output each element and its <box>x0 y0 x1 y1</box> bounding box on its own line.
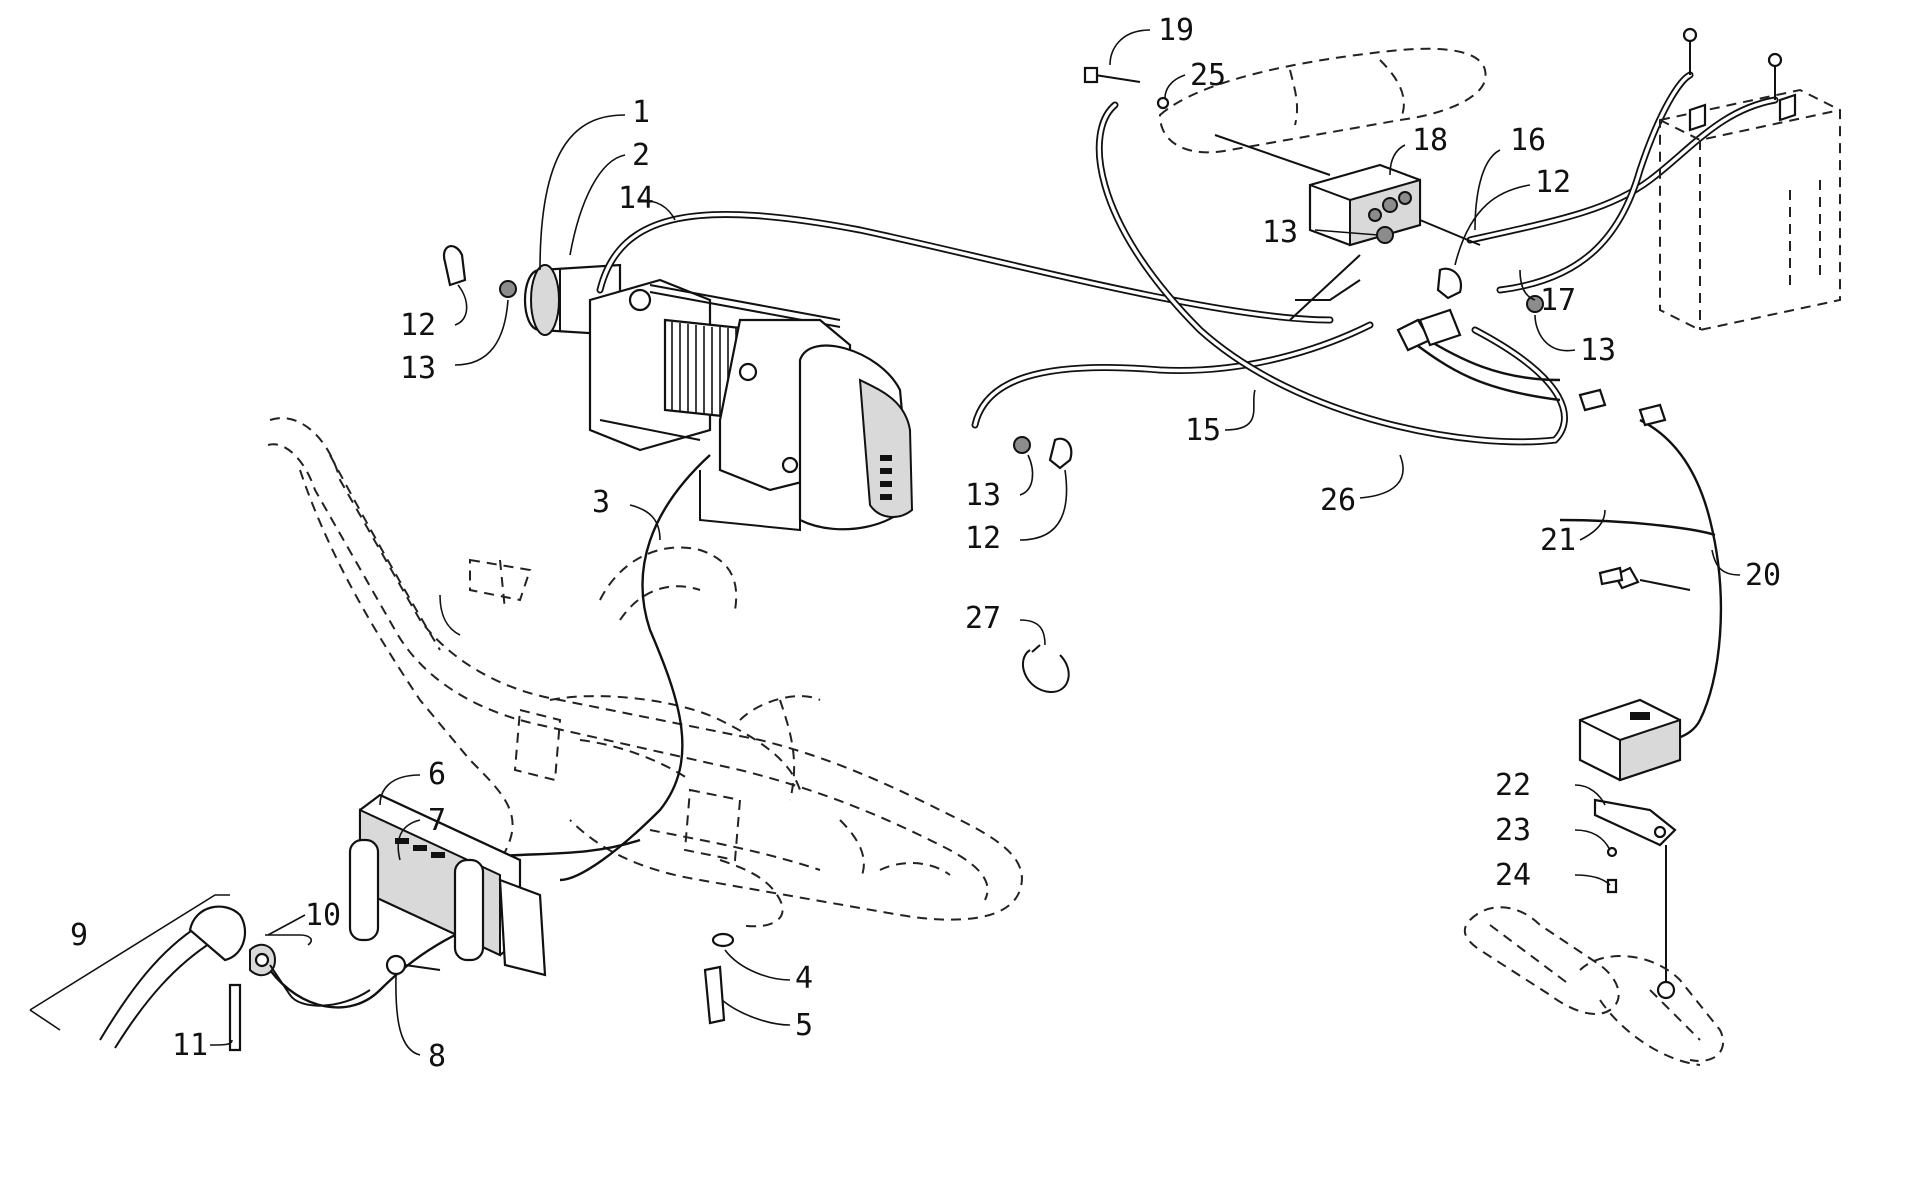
callout-13-right: 13 <box>1580 333 1616 368</box>
leader-lines <box>209 29 1741 1056</box>
callout-27: 27 <box>965 601 1001 636</box>
callout-24: 24 <box>1495 858 1531 893</box>
callout-3: 3 <box>592 485 610 520</box>
hardware <box>385 66 1624 1025</box>
callout-7: 7 <box>428 803 446 838</box>
callout-15: 15 <box>1185 413 1221 448</box>
callout-25: 25 <box>1190 58 1226 93</box>
front-bumper-frame <box>267 417 1023 928</box>
callout-13-solenoid: 13 <box>1262 215 1298 250</box>
callout-17: 17 <box>1540 283 1576 318</box>
callout-26: 26 <box>1320 483 1356 518</box>
callout-18: 18 <box>1412 123 1448 158</box>
gearbox-label-marks <box>880 455 892 500</box>
fairlead <box>348 793 547 977</box>
callout-12-mid: 12 <box>965 521 1001 556</box>
winch-switch <box>1578 698 1682 990</box>
callout-2: 2 <box>632 138 650 173</box>
callout-20: 20 <box>1745 558 1781 593</box>
callout-16: 16 <box>1510 123 1546 158</box>
callout-12-right: 12 <box>1535 165 1571 200</box>
cables <box>269 71 1779 1009</box>
callout-13-mid: 13 <box>965 478 1001 513</box>
callout-19: 19 <box>1158 13 1194 48</box>
callout-5: 5 <box>795 1008 813 1043</box>
callout-22: 22 <box>1495 768 1531 803</box>
handlebar-control <box>1463 906 1725 1066</box>
callout-10: 10 <box>305 898 341 933</box>
callout-labels: 1 2 3 4 5 6 7 8 9 10 11 12 12 12 13 13 1… <box>70 13 1781 1074</box>
callout-8: 8 <box>428 1039 446 1074</box>
callout-12-left: 12 <box>400 308 436 343</box>
connectors <box>1418 308 1691 591</box>
callout-13-left: 13 <box>400 351 436 386</box>
callout-6: 6 <box>428 757 446 792</box>
callout-9: 9 <box>70 918 88 953</box>
callout-23: 23 <box>1495 813 1531 848</box>
solenoid <box>1158 47 1487 352</box>
callout-4: 4 <box>795 961 813 996</box>
fairlead-label-marks <box>395 838 445 858</box>
callout-21: 21 <box>1540 523 1576 558</box>
callout-14: 14 <box>618 181 654 216</box>
callout-11: 11 <box>172 1028 208 1063</box>
winch-assembly <box>523 263 914 532</box>
callout-1: 1 <box>632 95 650 130</box>
battery <box>1659 27 1841 332</box>
hook-assembly <box>29 894 371 1052</box>
